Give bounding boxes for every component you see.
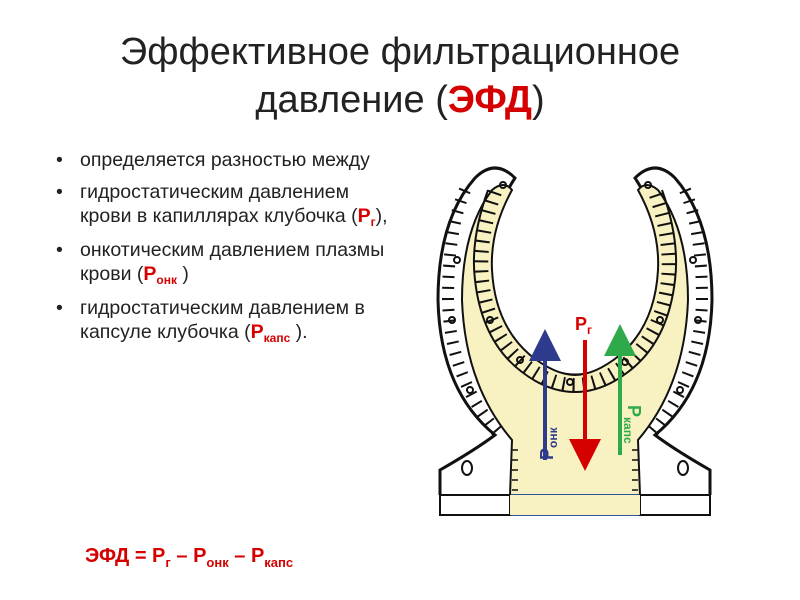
pressure-symbol: Pкапс	[250, 321, 291, 345]
pressure-symbol: Pг	[357, 205, 376, 229]
title-line-2-prefix: давление (	[255, 79, 448, 121]
symbol-letter: P	[357, 205, 371, 227]
formula-sub-onk: онк	[206, 555, 229, 570]
title-line-2: давление (ЭФД)	[0, 76, 800, 124]
bullet-text: гидростатическим давлением крови в капил…	[80, 181, 358, 227]
svg-text:Pонк: Pонк	[537, 426, 560, 460]
formula-lhs: ЭФД = P	[85, 545, 166, 567]
tubule-ticks	[512, 449, 638, 491]
formula-minus-2: – P	[228, 545, 265, 567]
bullet-text: определяется разностью между	[80, 149, 370, 171]
page-title: Эффективное фильтрационное давление (ЭФД…	[0, 28, 800, 124]
symbol-letter: P	[250, 321, 264, 343]
efd-formula: ЭФД = Pг – Pонк – Pкапс	[85, 545, 294, 570]
capsule-base-center	[510, 495, 640, 515]
glomerulus-body	[460, 184, 690, 496]
bullet-item-hydrostatic-capsule: гидростатическим давлением в капсуле клу…	[52, 296, 402, 346]
bullet-item-difference: определяется разностью между	[52, 148, 402, 172]
bullet-text: онкотическим давлением плазмы крови (	[80, 239, 385, 285]
symbol-subscript: онк	[156, 273, 177, 287]
bullet-tail: )	[177, 263, 189, 285]
bullet-text: гидростатическим давлением в капсуле клу…	[80, 297, 365, 343]
cell-nuclei	[448, 181, 702, 476]
capillary-wall-line	[472, 189, 678, 394]
title-line-1: Эффективное фильтрационное	[119, 31, 681, 73]
pressure-symbol: Pонк	[143, 263, 177, 287]
label-p-g: Pг	[575, 314, 592, 337]
bullet-item-oncotic: онкотическим давлением плазмы крови (Pон…	[52, 238, 402, 288]
bullet-list: определяется разностью между гидростатич…	[52, 148, 402, 354]
glomerulus-diagram: Pг Pонк Pкапс	[436, 166, 714, 516]
label-p-onk: Pонк	[537, 426, 560, 460]
symbol-subscript: г	[370, 215, 376, 229]
svg-text:Pкапс: Pкапс	[621, 405, 644, 444]
formula-sub-kaps: капс	[264, 555, 294, 570]
title-accent-efd: ЭФД	[447, 79, 532, 121]
formula-minus-1: – P	[170, 545, 207, 567]
label-p-kaps: Pкапс	[621, 405, 644, 444]
bullet-tail: ),	[375, 205, 388, 227]
title-line-2-suffix: )	[531, 79, 545, 121]
bullet-tail: ).	[290, 321, 308, 343]
formula-sub-g: г	[165, 555, 171, 570]
capsule-base-left	[439, 494, 511, 516]
symbol-letter: P	[143, 263, 157, 285]
capsule-base-right	[639, 494, 711, 516]
symbol-subscript: капс	[263, 331, 291, 345]
bullet-item-hydrostatic-capillary: гидростатическим давлением крови в капил…	[52, 180, 402, 230]
